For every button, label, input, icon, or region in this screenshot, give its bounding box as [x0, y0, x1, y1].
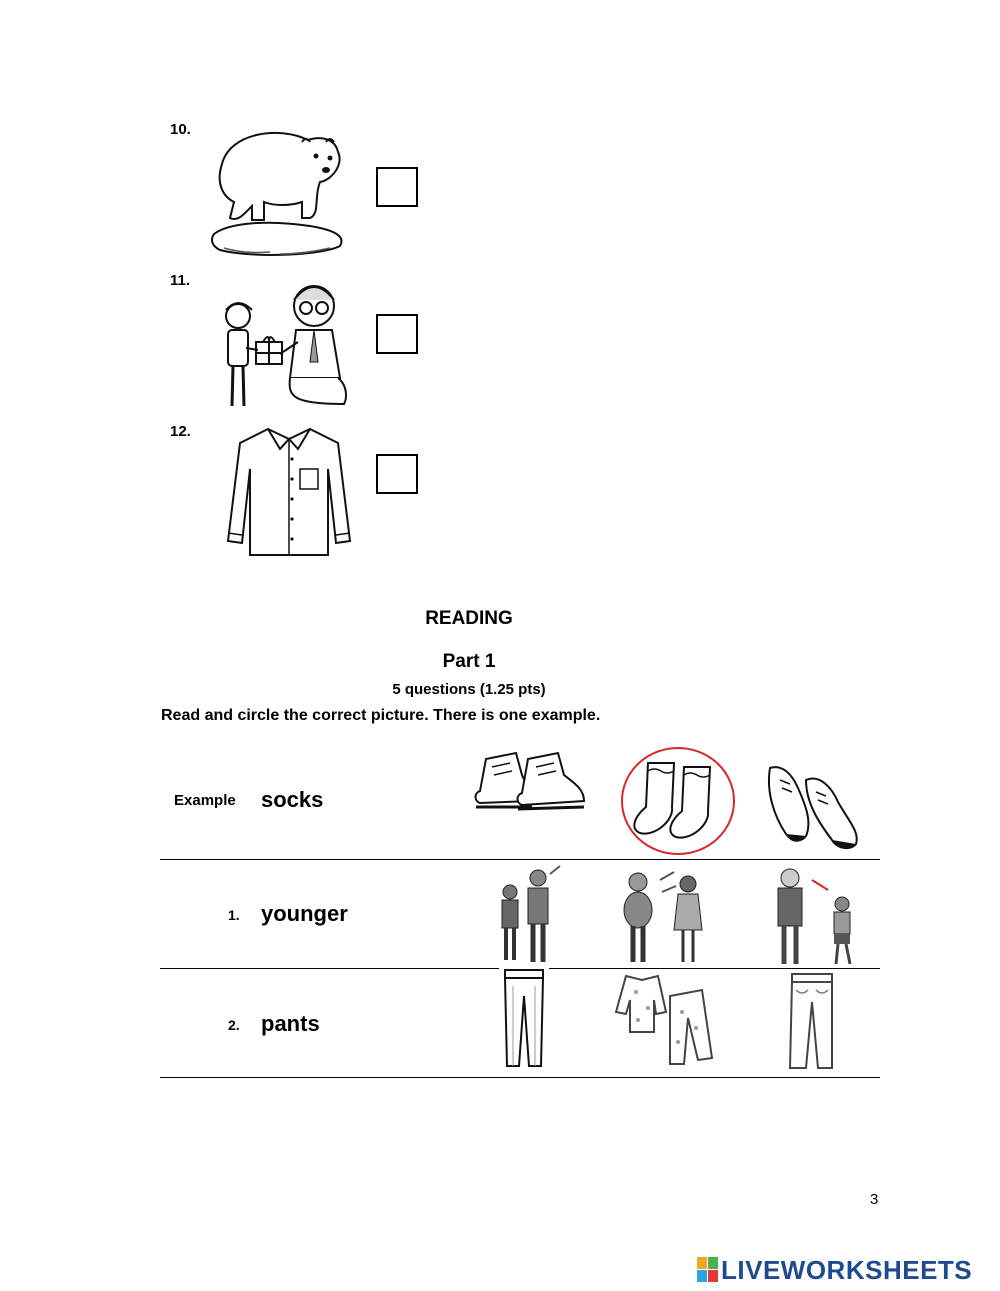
polar-bear-picture	[210, 122, 350, 264]
answer-box-12[interactable]	[376, 454, 418, 494]
row-1-word: younger	[261, 901, 348, 926]
socks-picture[interactable]	[620, 745, 736, 857]
old-man-and-boy-picture[interactable]	[770, 864, 866, 968]
question-number-11: 11.	[170, 272, 191, 289]
answer-circle	[621, 747, 735, 855]
row-2-number: 2.	[228, 1017, 240, 1033]
liveworksheets-logo-icon	[697, 1257, 718, 1282]
question-number-12: 12.	[170, 423, 191, 440]
shirt-picture	[220, 425, 358, 559]
answer-box-11[interactable]	[376, 314, 418, 354]
liveworksheets-logo: LIVEWORKSHEETS	[697, 1255, 997, 1285]
pajamas-picture[interactable]	[612, 972, 716, 1068]
boy-giving-gift-picture	[218, 278, 350, 410]
jeans-picture[interactable]	[786, 972, 838, 1072]
shoes-picture[interactable]	[762, 760, 862, 852]
page-number: 3	[870, 1191, 879, 1208]
answer-box-10[interactable]	[376, 167, 418, 207]
row-2-word: pants	[261, 1011, 320, 1036]
part-title: Part 1	[442, 651, 496, 672]
row-divider-3	[160, 1077, 880, 1078]
example-label: Example	[174, 792, 236, 809]
trousers-picture[interactable]	[499, 966, 549, 1070]
boots-picture[interactable]	[472, 745, 588, 815]
example-word: socks	[261, 787, 324, 812]
man-and-woman-picture[interactable]	[620, 866, 708, 966]
instruction: Read and circle the correct picture. The…	[161, 707, 601, 724]
section-title: READING	[425, 608, 513, 629]
boy-and-man-picture[interactable]	[494, 864, 564, 968]
question-number-10: 10.	[170, 121, 191, 138]
row-divider-1	[160, 859, 880, 860]
row-1-number: 1.	[228, 907, 240, 923]
liveworksheets-logo-text: LIVEWORKSHEETS	[721, 1255, 973, 1285]
part-subtitle: 5 questions (1.25 pts)	[392, 681, 546, 698]
